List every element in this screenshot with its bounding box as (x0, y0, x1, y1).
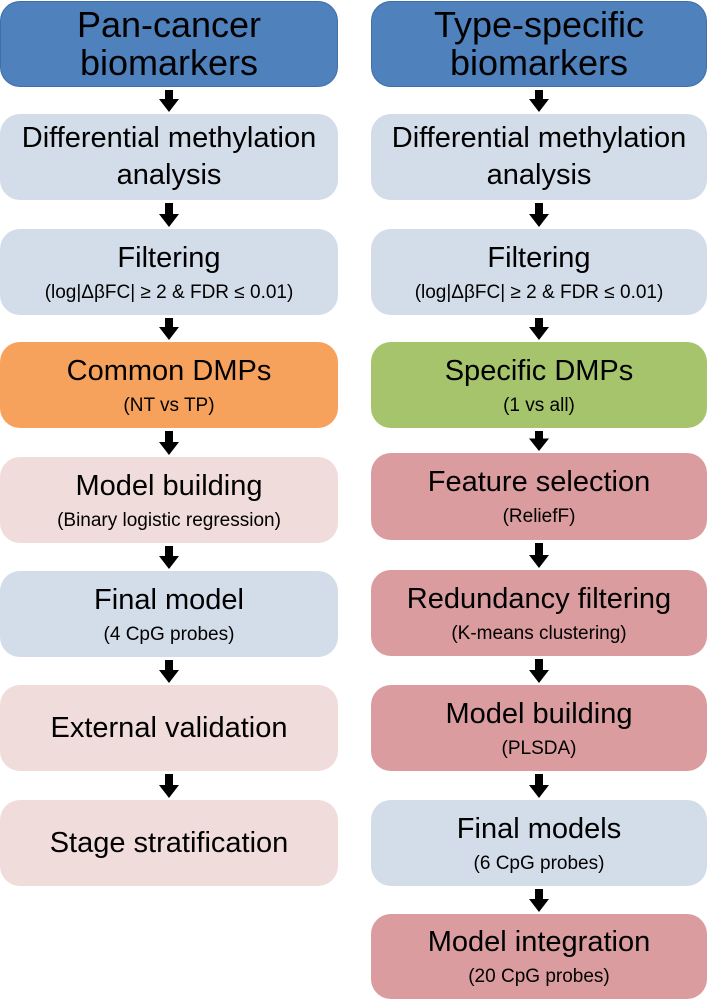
step-title: Filtering (487, 241, 591, 274)
step-title: Differential methylation (391, 122, 687, 154)
step-final-model: Final model (4 CpG probes) (0, 571, 338, 657)
step-title: biomarkers (449, 42, 629, 83)
arrow-down-icon (529, 318, 549, 340)
step-detail: (1 vs all) (503, 394, 575, 416)
arrow-down-icon (159, 203, 179, 227)
arrow-down-icon (529, 889, 549, 912)
arrow-down-icon (529, 543, 549, 568)
step-filtering: Filtering (log|ΔβFC| ≥ 2 & FDR ≤ 0.01) (0, 229, 338, 315)
step-model-building: Model building (Binary logistic regressio… (0, 457, 338, 543)
step-title: Type-specific (433, 4, 645, 45)
step-final-models: Final models (6 CpG probes) (371, 800, 707, 886)
step-detail: (4 CpG probes) (103, 623, 235, 645)
arrow-down-icon (529, 774, 549, 798)
arrow-down-icon (159, 90, 179, 112)
step-title: Final models (456, 812, 622, 845)
step-title: External validation (50, 711, 288, 744)
arrow-down-icon (159, 660, 179, 683)
step-title: Model building (75, 469, 263, 502)
arrow-down-icon (159, 431, 179, 455)
step-specific-dmps: Specific DMPs (1 vs all) (371, 342, 707, 428)
step-title: Stage stratification (49, 826, 289, 859)
step-filtering: Filtering (log|ΔβFC| ≥ 2 & FDR ≤ 0.01) (371, 229, 707, 315)
step-title: Feature selection (427, 466, 651, 498)
step-detail: (log|ΔβFC| ≥ 2 & FDR ≤ 0.01) (44, 281, 294, 303)
step-title: Common DMPs (66, 354, 272, 387)
step-detail: (PLSDA) (501, 737, 577, 759)
step-title: Model building (445, 697, 633, 730)
step-title: Model integration (427, 926, 651, 958)
step-differential-methylation-analysis: Differential methylation analysis (0, 114, 338, 200)
step-model-integration: Model integration (20 CpG probes) (371, 914, 707, 999)
step-model-building: Model building (PLSDA) (371, 685, 707, 771)
step-external-validation: External validation (0, 685, 338, 771)
step-title: Final model (94, 583, 244, 616)
arrow-down-icon (529, 90, 549, 112)
step-detail: (NT vs TP) (123, 394, 215, 416)
step-differential-methylation-analysis: Differential methylation analysis (371, 114, 707, 200)
step-redundancy-filtering: Redundancy filtering (K-means clustering) (371, 570, 707, 656)
step-stage-stratification: Stage stratification (0, 800, 338, 886)
step-title: Redundancy filtering (406, 582, 672, 615)
step-title: analysis (486, 159, 592, 191)
arrow-down-icon (529, 431, 549, 451)
step-title: biomarkers (79, 42, 259, 83)
step-detail: (Binary logistic regression) (57, 509, 281, 531)
step-detail: (log|ΔβFC| ≥ 2 & FDR ≤ 0.01) (414, 281, 664, 303)
step-detail: (6 CpG probes) (473, 852, 605, 874)
step-title: Pan-cancer (76, 4, 262, 45)
step-title: Specific DMPs (444, 354, 634, 387)
arrow-down-icon (159, 774, 179, 798)
step-title: Filtering (117, 241, 221, 274)
step-detail: (ReliefF) (502, 506, 576, 527)
arrow-down-icon (159, 546, 179, 569)
arrow-down-icon (529, 203, 549, 227)
step-feature-selection: Feature selection (ReliefF) (371, 453, 707, 540)
step-common-dmps: Common DMPs (NT vs TP) (0, 342, 338, 428)
step-title: analysis (116, 159, 222, 191)
step-detail: (20 CpG probes) (468, 966, 610, 987)
arrow-down-icon (529, 659, 549, 683)
step-title: Differential methylation (21, 122, 317, 154)
arrow-down-icon (159, 318, 179, 340)
step-detail: (K-means clustering) (451, 622, 627, 644)
